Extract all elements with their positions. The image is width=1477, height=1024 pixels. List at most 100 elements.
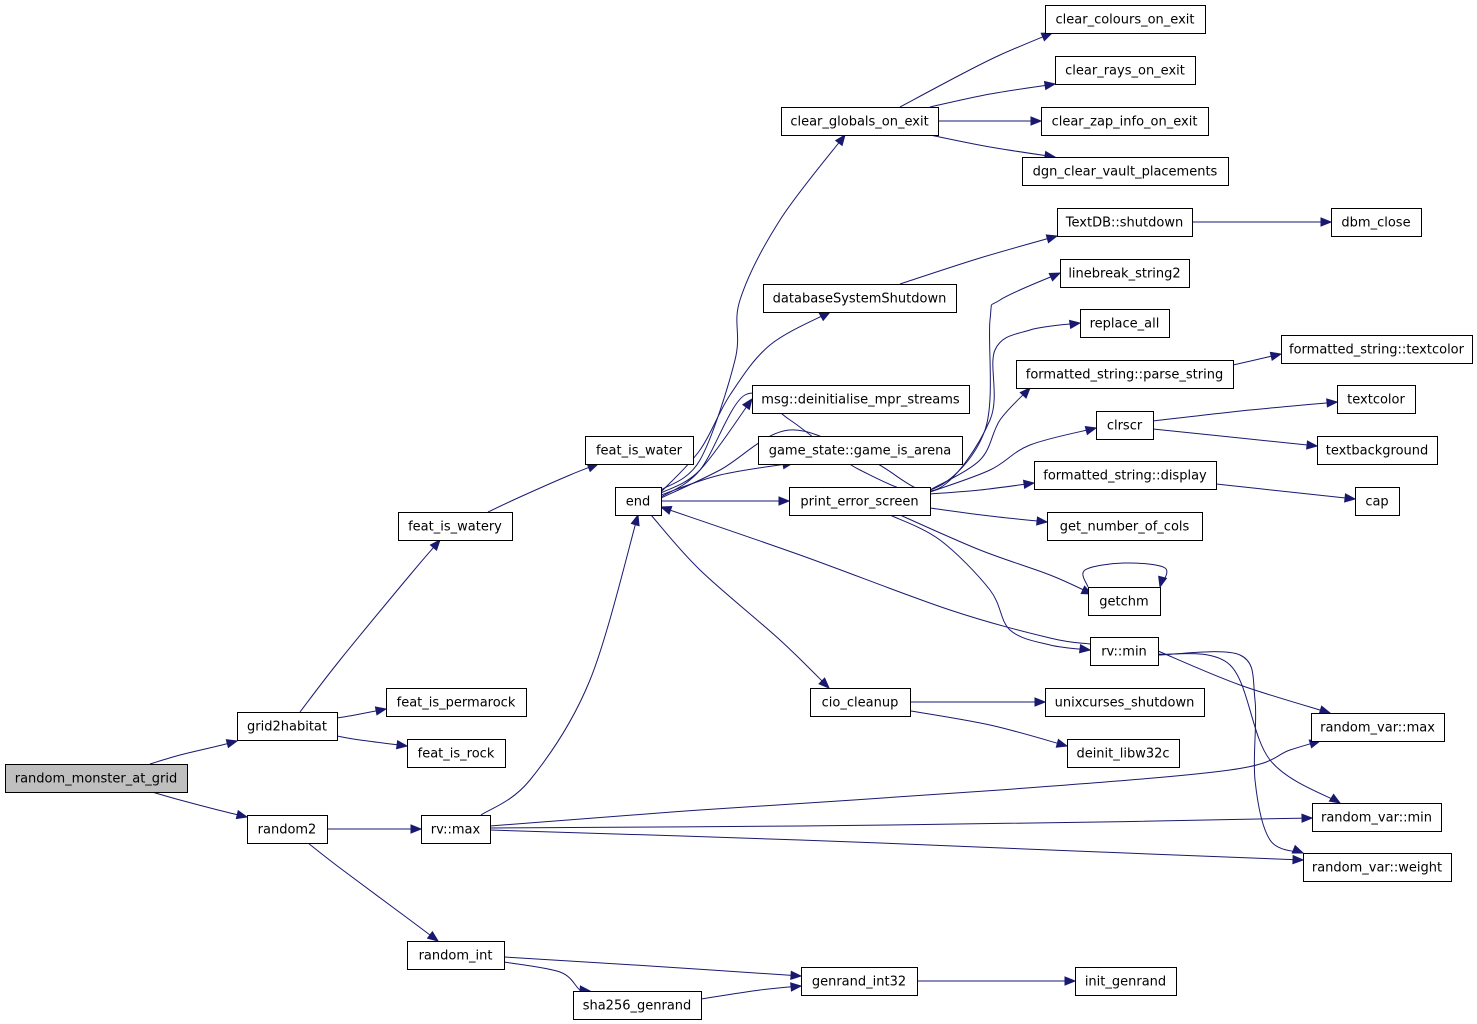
node-parse_string[interactable]: formatted_string::parse_string <box>1016 360 1234 389</box>
node-random_var_min[interactable]: random_var::min <box>1312 803 1442 832</box>
node-clear_colours_on_exit[interactable]: clear_colours_on_exit <box>1045 5 1206 34</box>
node-feat_is_water[interactable]: feat_is_water <box>585 436 694 465</box>
node-box[interactable] <box>1047 512 1203 541</box>
node-msg_deinitialise[interactable]: msg::deinitialise_mpr_streams <box>752 385 970 414</box>
node-box[interactable] <box>1331 208 1422 237</box>
node-random_var_max[interactable]: random_var::max <box>1311 713 1445 742</box>
node-box[interactable] <box>1022 157 1229 186</box>
edge-parse_string-to-fs_textcolor <box>1232 351 1283 366</box>
node-box[interactable] <box>810 688 911 717</box>
node-box[interactable] <box>398 512 513 541</box>
node-box[interactable] <box>5 764 188 793</box>
node-box[interactable] <box>1080 309 1170 338</box>
node-box[interactable] <box>1090 637 1159 666</box>
node-box[interactable] <box>1088 587 1161 616</box>
node-label: genrand_int32 <box>812 975 906 990</box>
node-feat_is_watery[interactable]: feat_is_watery <box>398 512 513 541</box>
node-box[interactable] <box>407 941 505 970</box>
node-box[interactable] <box>237 712 338 741</box>
node-label: linebreak_string2 <box>1068 267 1180 282</box>
node-box[interactable] <box>421 815 491 844</box>
node-grid2habitat[interactable]: grid2habitat <box>237 712 338 741</box>
node-clear_zap_info_on_exit[interactable]: clear_zap_info_on_exit <box>1041 107 1209 136</box>
node-box[interactable] <box>1034 461 1217 490</box>
edge-line <box>503 961 591 993</box>
node-textbackground[interactable]: textbackground <box>1317 436 1438 465</box>
node-fs_display[interactable]: formatted_string::display <box>1034 461 1217 490</box>
node-box[interactable] <box>1045 5 1206 34</box>
node-random_int[interactable]: random_int <box>407 941 505 970</box>
node-clear_rays_on_exit[interactable]: clear_rays_on_exit <box>1055 56 1196 85</box>
node-replace_all[interactable]: replace_all <box>1080 309 1170 338</box>
edge-line <box>660 506 1091 645</box>
node-box[interactable] <box>615 487 662 516</box>
node-box[interactable] <box>781 107 939 136</box>
node-box[interactable] <box>386 688 527 717</box>
node-genrand_int32[interactable]: genrand_int32 <box>801 967 918 996</box>
edge-rv_max-to-random_var_max <box>489 739 1322 827</box>
node-sha256_genrand[interactable]: sha256_genrand <box>573 991 702 1020</box>
node-box[interactable] <box>1057 208 1193 237</box>
node-rv_min[interactable]: rv::min <box>1090 637 1159 666</box>
node-box[interactable] <box>758 436 963 465</box>
node-box[interactable] <box>1281 335 1473 364</box>
arrowhead-icon <box>818 677 830 689</box>
node-clear_globals_on_exit[interactable]: clear_globals_on_exit <box>781 107 939 136</box>
node-box[interactable] <box>407 739 506 768</box>
arrowhead-icon <box>1048 272 1062 282</box>
node-textcolor[interactable]: textcolor <box>1337 385 1416 414</box>
node-box[interactable] <box>1067 739 1180 768</box>
arrowhead-icon <box>1328 793 1342 804</box>
node-box[interactable] <box>1075 967 1177 996</box>
node-random_monster_at_grid[interactable]: random_monster_at_grid <box>5 764 188 793</box>
node-dbm_close[interactable]: dbm_close <box>1331 208 1422 237</box>
node-box[interactable] <box>1312 803 1442 832</box>
node-get_number_of_cols[interactable]: get_number_of_cols <box>1047 512 1203 541</box>
edge-grid2habitat-to-feat_is_rock <box>336 735 409 750</box>
node-box[interactable] <box>1016 360 1234 389</box>
node-box[interactable] <box>1311 713 1445 742</box>
node-unixcurses_shutdown[interactable]: unixcurses_shutdown <box>1045 688 1205 717</box>
node-fs_textcolor[interactable]: formatted_string::textcolor <box>1281 335 1473 364</box>
node-print_error_screen[interactable]: print_error_screen <box>789 487 931 516</box>
node-linebreak_string2[interactable]: linebreak_string2 <box>1060 259 1190 288</box>
node-box[interactable] <box>1045 688 1205 717</box>
node-label: random_var::max <box>1320 721 1435 736</box>
node-box[interactable] <box>752 385 970 414</box>
node-box[interactable] <box>789 487 931 516</box>
node-databaseSystemShutdown[interactable]: databaseSystemShutdown <box>763 284 957 313</box>
node-game_is_arena[interactable]: game_state::game_is_arena <box>758 436 963 465</box>
node-clrscr[interactable]: clrscr <box>1096 411 1154 440</box>
node-cap[interactable]: cap <box>1355 487 1400 516</box>
node-box[interactable] <box>1303 853 1452 882</box>
node-label: rv::max <box>431 823 481 838</box>
node-box[interactable] <box>573 991 702 1020</box>
node-box[interactable] <box>247 815 328 844</box>
node-box[interactable] <box>1041 107 1209 136</box>
node-box[interactable] <box>1317 436 1438 465</box>
node-random_var_weight[interactable]: random_var::weight <box>1303 853 1452 882</box>
node-random2[interactable]: random2 <box>247 815 328 844</box>
node-rv_max[interactable]: rv::max <box>421 815 491 844</box>
node-box[interactable] <box>763 284 957 313</box>
node-feat_is_permarock[interactable]: feat_is_permarock <box>386 688 527 717</box>
node-dgn_clear_vault_placements[interactable]: dgn_clear_vault_placements <box>1022 157 1229 186</box>
edge-cio_cleanup-to-deinit_libw32c <box>904 709 1069 748</box>
node-box[interactable] <box>1060 259 1190 288</box>
node-textdb_shutdown[interactable]: TextDB::shutdown <box>1057 208 1193 237</box>
node-box[interactable] <box>1355 487 1400 516</box>
node-box[interactable] <box>1096 411 1154 440</box>
node-cio_cleanup[interactable]: cio_cleanup <box>810 688 911 717</box>
node-getchm[interactable]: getchm <box>1088 587 1161 616</box>
node-init_genrand[interactable]: init_genrand <box>1075 967 1177 996</box>
node-box[interactable] <box>585 436 694 465</box>
node-box[interactable] <box>1055 56 1196 85</box>
edge-getchm-to-getchm <box>1082 562 1168 589</box>
arrowhead-icon <box>741 397 753 411</box>
node-box[interactable] <box>801 967 918 996</box>
node-feat_is_rock[interactable]: feat_is_rock <box>407 739 506 768</box>
edge-end-to-print_error_screen <box>660 496 791 506</box>
node-box[interactable] <box>1337 385 1416 414</box>
node-deinit_libw32c[interactable]: deinit_libw32c <box>1067 739 1180 768</box>
node-end[interactable]: end <box>615 487 662 516</box>
